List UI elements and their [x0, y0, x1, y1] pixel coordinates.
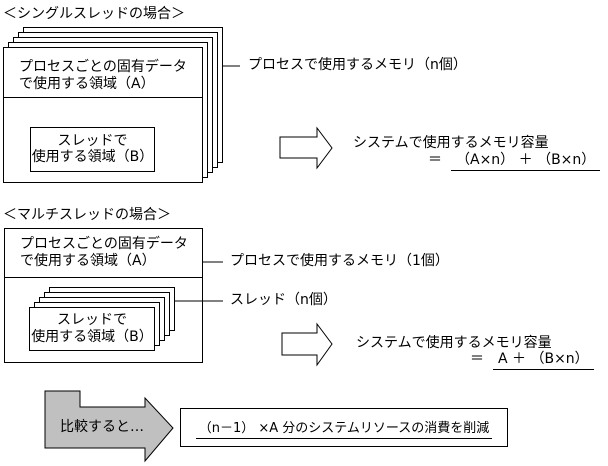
single-process-box: プロセスごとの固有データ で使用する領域（A） スレッドで 使用する領域（B） — [3, 47, 203, 183]
comparison-result-box: （n－1） ×A 分のシステムリソースの消費を削減 — [180, 408, 508, 447]
comparison-arrow-icon — [44, 390, 174, 463]
comparison-arrow-label: 比較すると… — [60, 419, 144, 435]
multi-thread-section-title: ＜マルチスレッドの場合＞ — [3, 207, 171, 223]
single-memory-label: プロセスで使用するメモリ（n個） — [248, 57, 467, 73]
single-thread-section-title: ＜シングルスレッドの場合＞ — [3, 6, 185, 22]
comparison-result-text: （n－1） ×A 分のシステムリソースの消費を削減 — [195, 417, 493, 439]
equals-sign: ＝ — [428, 152, 442, 168]
multi-memory-label: プロセスで使用するメモリ（1個） — [230, 253, 449, 269]
area-a-text: プロセスごとの固有データ で使用する領域（A） — [20, 236, 188, 269]
multi-thread-count-label: スレッド（n個） — [230, 292, 337, 308]
equals-sign: ＝ — [470, 351, 484, 367]
multi-formula: ＝ A ＋ （B×n） — [470, 351, 594, 370]
process-box-divider — [4, 97, 202, 98]
single-thread-area-b-box: スレッドで 使用する領域（B） — [30, 127, 155, 172]
process-box-divider — [5, 277, 202, 278]
area-a-text: プロセスごとの固有データ で使用する領域（A） — [19, 59, 187, 92]
single-result-arrow-icon — [279, 126, 333, 170]
single-formula: ＝ （A×n） ＋ （B×n） — [428, 152, 601, 171]
multi-formula-title: システムで使用するメモリ容量 — [356, 335, 552, 351]
single-formula-value: （A×n） ＋ （B×n） — [451, 152, 601, 171]
single-formula-title: システムで使用するメモリ容量 — [353, 135, 549, 151]
multi-result-arrow-icon — [281, 322, 333, 367]
multi-thread-area-b-box: スレッドで 使用する領域（B） — [29, 307, 155, 351]
multi-formula-value: A ＋ （B×n） — [493, 351, 594, 370]
